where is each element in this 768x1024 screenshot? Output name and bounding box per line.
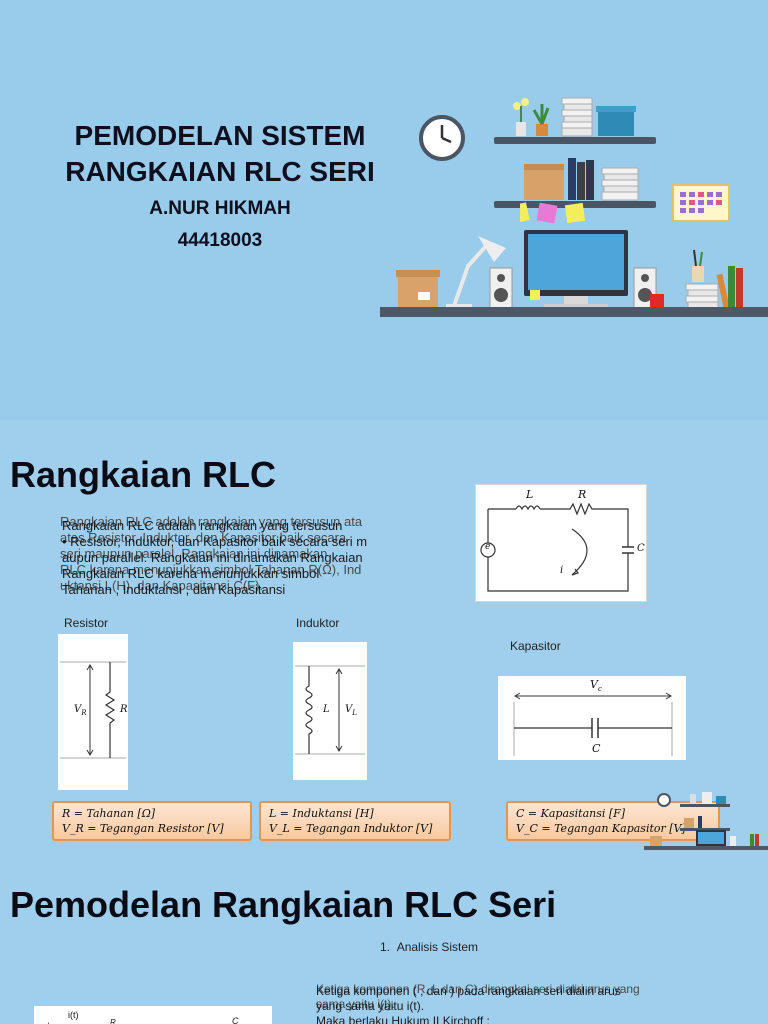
label-resistor: Resistor	[64, 616, 109, 630]
title-slide: PEMODELAN SISTEM RANGKAIAN RLC SERI A.NU…	[0, 0, 768, 420]
resistor-r-label: R	[120, 704, 128, 715]
shelf-decor-icon	[513, 97, 636, 137]
label-inductor: Induktor	[296, 616, 340, 630]
para-line: Rangkaian RLC adalah rangkaian yang ters…	[60, 514, 363, 529]
formula-line: R = Tahanan [Ω]	[62, 807, 156, 820]
capacitor-c-label: C	[592, 742, 601, 755]
desk-items-icon	[396, 230, 743, 309]
clock-icon	[419, 115, 465, 161]
inductor-voltage-label: VL	[345, 704, 357, 717]
rlc-circuit-figure: L R C e i	[475, 484, 647, 602]
fig-c-label: C	[232, 1016, 239, 1024]
text-line: sama yaitu i(t).	[316, 997, 395, 1011]
resistor-diagram	[60, 661, 126, 759]
inductor-figure: L VL	[293, 642, 367, 780]
v-letter: V	[590, 678, 598, 691]
fig-r-label: R	[110, 1018, 116, 1024]
title-line-1: PEMODELAN SISTEM	[74, 120, 366, 151]
formula-line: C = Kapasitansi [F]	[516, 807, 626, 820]
v-letter: V	[74, 704, 82, 715]
para-line: uktansi L(H), dan Kapasitansi C(F).	[60, 578, 264, 593]
para-line: Tahanan , Induktansi , dan Kapasitansi	[62, 582, 286, 597]
para-line: aupun parallel. Rangkaian ini dinamakan …	[62, 550, 363, 565]
v-letter: V	[345, 704, 353, 715]
shelf-books-icon	[520, 158, 639, 224]
capacitor-diagram	[513, 692, 673, 756]
list-number: 1.	[380, 940, 391, 954]
para-line: RLC karena menunjukkan simbol Tahanan R(…	[60, 562, 362, 577]
paragraph-main: Rangkaian RLC adalah rangkaian yang ters…	[62, 518, 462, 598]
calendar-icon	[672, 184, 730, 222]
text-line: Maka berlaku Hukum II Kirchoff :	[316, 1014, 490, 1024]
author-name: A.NUR HIKMAH	[149, 198, 291, 219]
mini-desk-icon	[644, 792, 768, 850]
text-line: Ketiga komponen ( , dan ) pada rangkaian…	[316, 984, 621, 998]
circuit-label-e: e	[485, 542, 491, 552]
rlc-slide: Rangkaian RLC Rangkaian RLC adalah rangk…	[0, 420, 768, 860]
capacitor-figure: Vc C	[498, 676, 686, 760]
para-line: atas Resistor, Induktor, dan Kapasitor b…	[60, 530, 347, 545]
formula-resistor: R = Tahanan [Ω] V_R = Tegangan Resistor …	[52, 801, 252, 841]
formula-line: V_R = Tegangan Resistor [V]	[62, 822, 224, 835]
para-line: Rangkaian RLC karena menunjukkan simbol	[62, 566, 320, 581]
label-capacitor: Kapasitor	[510, 639, 561, 653]
formula-line: V_L = Tegangan Induktor [V]	[269, 822, 433, 835]
title-line-2: RANGKAIAN RLC SERI	[65, 156, 375, 187]
para-line: Rangkaian RLC adalah rangkaian yang ters…	[62, 518, 343, 533]
formula-inductor: L = Induktansi [H] V_L = Tegangan Indukt…	[259, 801, 451, 841]
v-sub: L	[352, 709, 357, 717]
circuit-label-r: R	[578, 488, 587, 501]
capacitor-voltage-label: Vc	[590, 678, 602, 693]
v-sub: R	[81, 709, 87, 717]
circuit-label-l: L	[526, 488, 534, 501]
circuit-label-c: C	[637, 543, 645, 554]
series-circuit-figure: i(t) + R C	[34, 1006, 272, 1024]
list-text: Analisis Sistem	[396, 940, 479, 954]
v-sub: c	[597, 685, 602, 694]
text-line: Ketiga komponen (R, L dan C) dirangkai s…	[316, 982, 640, 996]
circuit-label-i: i	[560, 565, 564, 576]
circuit-diagram	[480, 502, 634, 592]
presentation-title: PEMODELAN SISTEM RANGKAIAN RLC SERI	[30, 118, 410, 190]
inductor-diagram	[295, 665, 365, 755]
para-line: • Resistor, Induktor, dan Kapasitor baik…	[62, 534, 368, 549]
paragraph-overlay: Rangkaian RLC adalah rangkaian yang ters…	[60, 514, 460, 594]
slide-heading: Pemodelan Rangkaian RLC Seri	[10, 884, 557, 925]
inductor-l-label: L	[323, 704, 330, 715]
formula-line: L = Induktansi [H]	[269, 807, 374, 820]
formula-line: V_C = Tegangan Kapasitor [V]	[516, 822, 686, 835]
resistor-figure: VR R	[58, 634, 128, 790]
student-id: 44418003	[177, 230, 263, 251]
analysis-text: Ketiga komponen ( , dan ) pada rangkaian…	[316, 984, 756, 1024]
fig-current-label: i(t)	[68, 1010, 79, 1020]
analysis-text-overlay: Ketiga komponen (R, L dan C) dirangkai s…	[316, 982, 756, 1012]
fig-plus-label: +	[46, 1020, 51, 1024]
para-line: seri maupun paralel. Rangkaian ini dinam…	[60, 546, 328, 561]
modeling-slide: Pemodelan Rangkaian RLC Seri 1. Analisis…	[0, 860, 768, 1024]
desk-surface	[380, 307, 768, 317]
analysis-list-item: 1. Analisis Sistem	[380, 940, 478, 954]
resistor-voltage-label: VR	[74, 704, 87, 717]
slide-heading: Rangkaian RLC	[10, 454, 277, 495]
top-shelf	[494, 137, 656, 144]
text-line: yang sama yaitu i(t).	[316, 999, 425, 1013]
